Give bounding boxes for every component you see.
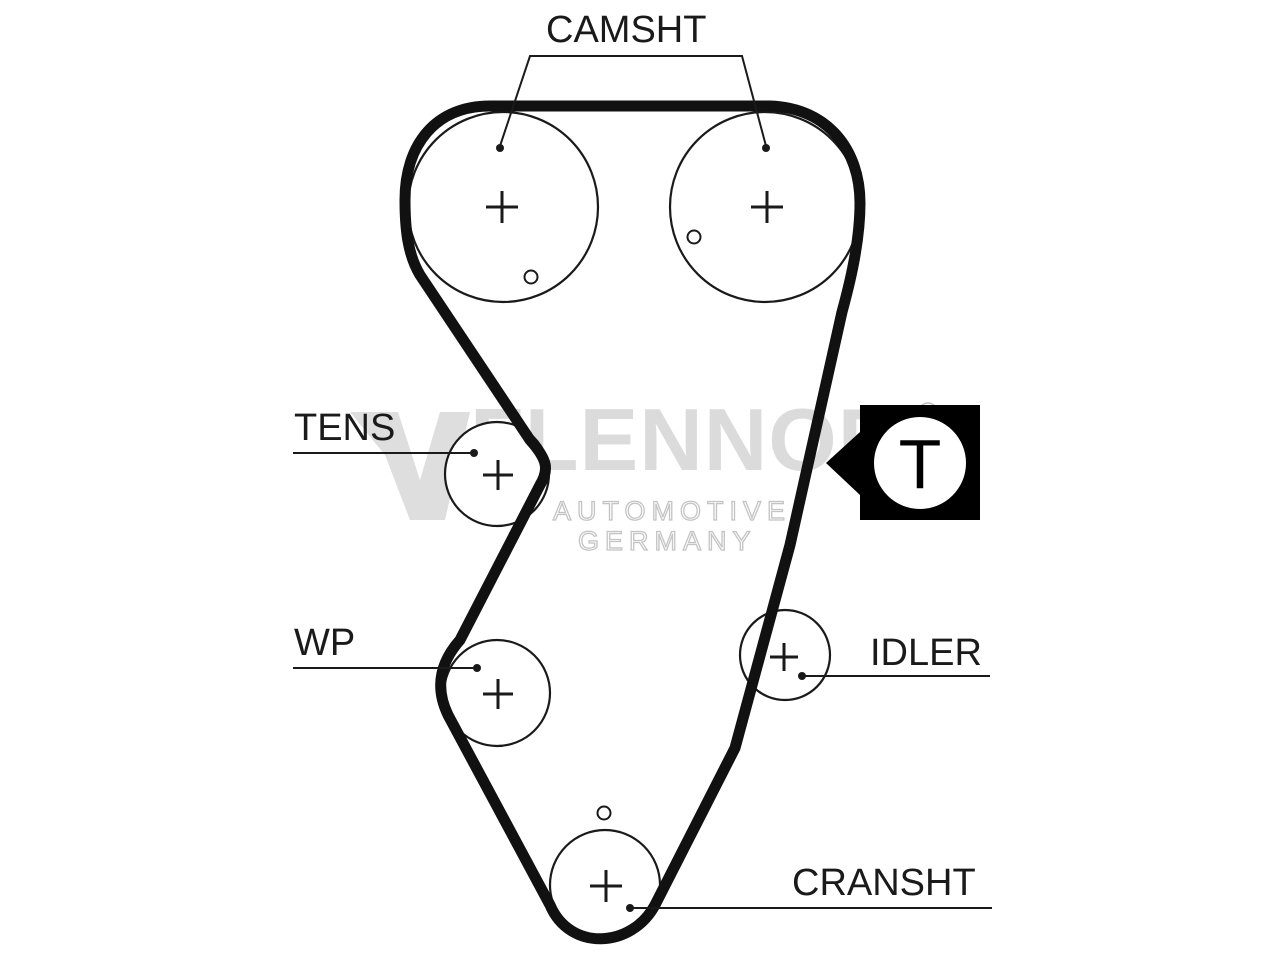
timing-mark-right-cam xyxy=(686,229,702,245)
camshaft-label: CAMSHT xyxy=(546,9,706,51)
leader-dot xyxy=(798,672,806,680)
crosshair-icon xyxy=(486,191,518,223)
badge-circle xyxy=(874,417,966,509)
labels: CAMSHT TENS WP IDLER CRANSHT xyxy=(294,9,982,904)
badge-letter: T xyxy=(899,425,942,503)
crosshair-icon xyxy=(483,679,513,709)
crankshaft-label: CRANSHT xyxy=(792,862,976,904)
leader-dot xyxy=(762,144,770,152)
leader-dot xyxy=(626,904,634,912)
leader-lines xyxy=(293,55,992,912)
timing-marks xyxy=(523,229,702,821)
crosshair-icon xyxy=(751,191,783,223)
watermark-line2: GERMANY xyxy=(578,526,757,556)
tensioner-badge: T xyxy=(826,405,980,520)
water-pump-label: WP xyxy=(294,622,355,664)
timing-mark-left-cam xyxy=(523,269,539,285)
leader-dot xyxy=(473,664,481,672)
timing-belt xyxy=(399,100,866,945)
timing-mark-crank xyxy=(596,805,612,821)
watermark-line1: AUTOMOTIVE xyxy=(553,496,791,526)
watermark-logo-w xyxy=(350,412,470,520)
camshaft-leader xyxy=(499,55,767,147)
leader-dot xyxy=(470,449,478,457)
crosshair-icon xyxy=(770,643,798,671)
leader-dot xyxy=(496,144,504,152)
center-marks xyxy=(483,191,798,902)
crosshair-icon xyxy=(483,460,513,490)
crosshair-icon xyxy=(590,870,622,902)
tensioner-label: TENS xyxy=(294,407,395,449)
idler-label: IDLER xyxy=(870,632,982,674)
